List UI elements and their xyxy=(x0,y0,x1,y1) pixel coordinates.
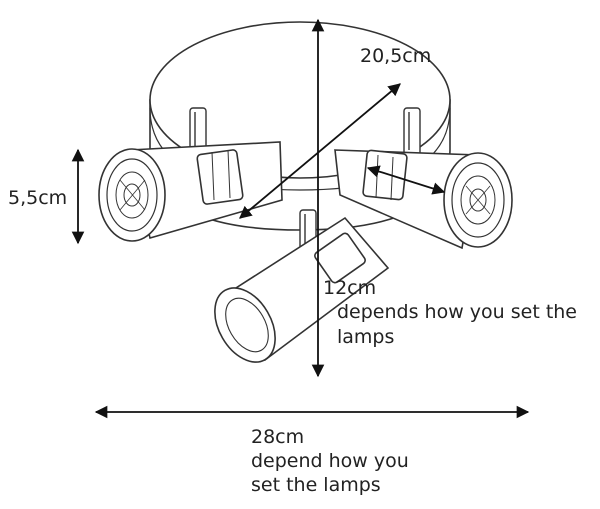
spotlight-bottom xyxy=(214,216,390,363)
width-note-line2: set the lamps xyxy=(251,474,381,496)
height-note-line2: lamps xyxy=(337,326,395,348)
width-value-label: 28cm xyxy=(251,426,305,448)
width-note-line1: depend how you xyxy=(251,450,409,472)
dimension-arrows xyxy=(71,18,530,419)
diameter-label: 20,5cm xyxy=(360,45,432,67)
bracket-right xyxy=(403,107,421,159)
diameter-arrow xyxy=(239,83,401,219)
spot-length-arrow xyxy=(366,165,446,195)
height-value-label: 12cm xyxy=(323,277,377,299)
height-note-line1: depends how you set the xyxy=(337,301,577,323)
spotlight-right xyxy=(334,149,513,250)
spot-height-label: 5,5cm xyxy=(8,187,68,209)
